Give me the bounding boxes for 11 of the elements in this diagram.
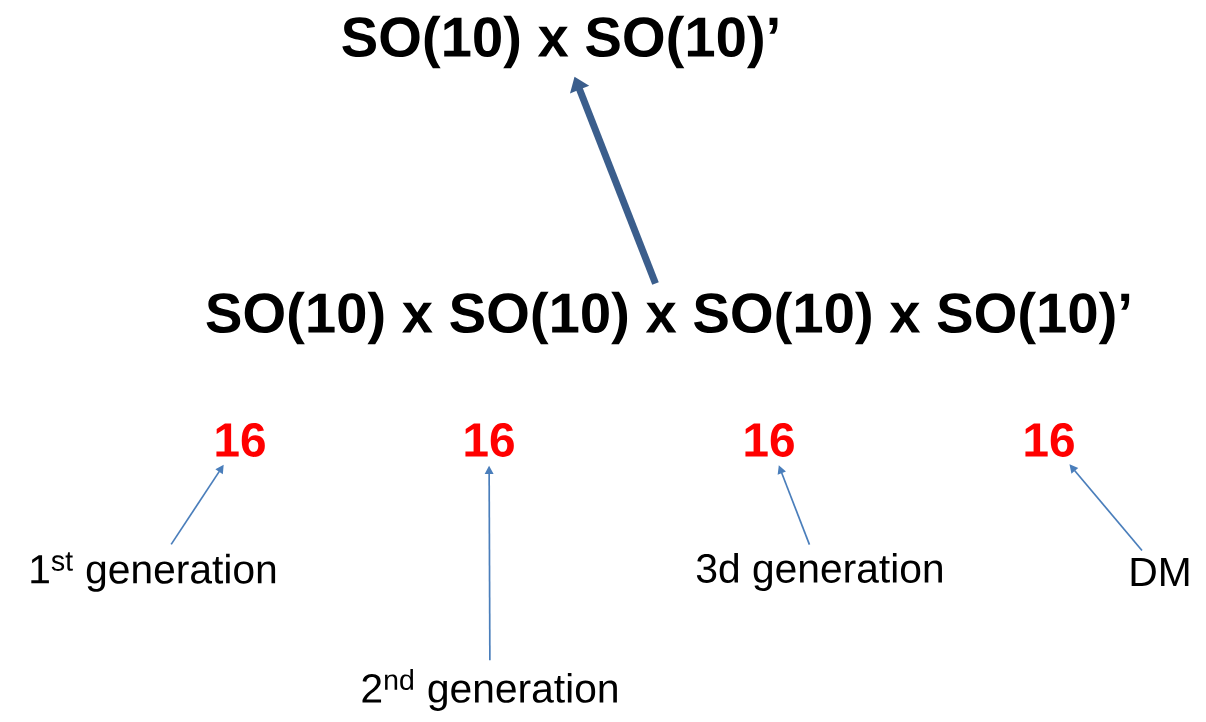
annotation-label: DM xyxy=(1131,557,1189,586)
group-formula: SO(10) x SO(10) x SO(10) x SO(10)’ xyxy=(206,291,1130,345)
multiplet-number: 16 xyxy=(216,423,265,457)
annotation-label: 3d generation xyxy=(696,553,942,591)
arrow xyxy=(1069,464,1143,552)
annotation-label: 1$^{st}$ generation xyxy=(31,552,276,592)
annotation-label: 2$^{nd}$ generation xyxy=(362,669,617,711)
multiplet-number: 16 xyxy=(465,423,514,457)
multiplet-number: 16 xyxy=(745,423,794,457)
multiplet-number: 16 xyxy=(1025,423,1074,457)
group-formula: SO(10) x SO(10)’ xyxy=(342,15,778,69)
